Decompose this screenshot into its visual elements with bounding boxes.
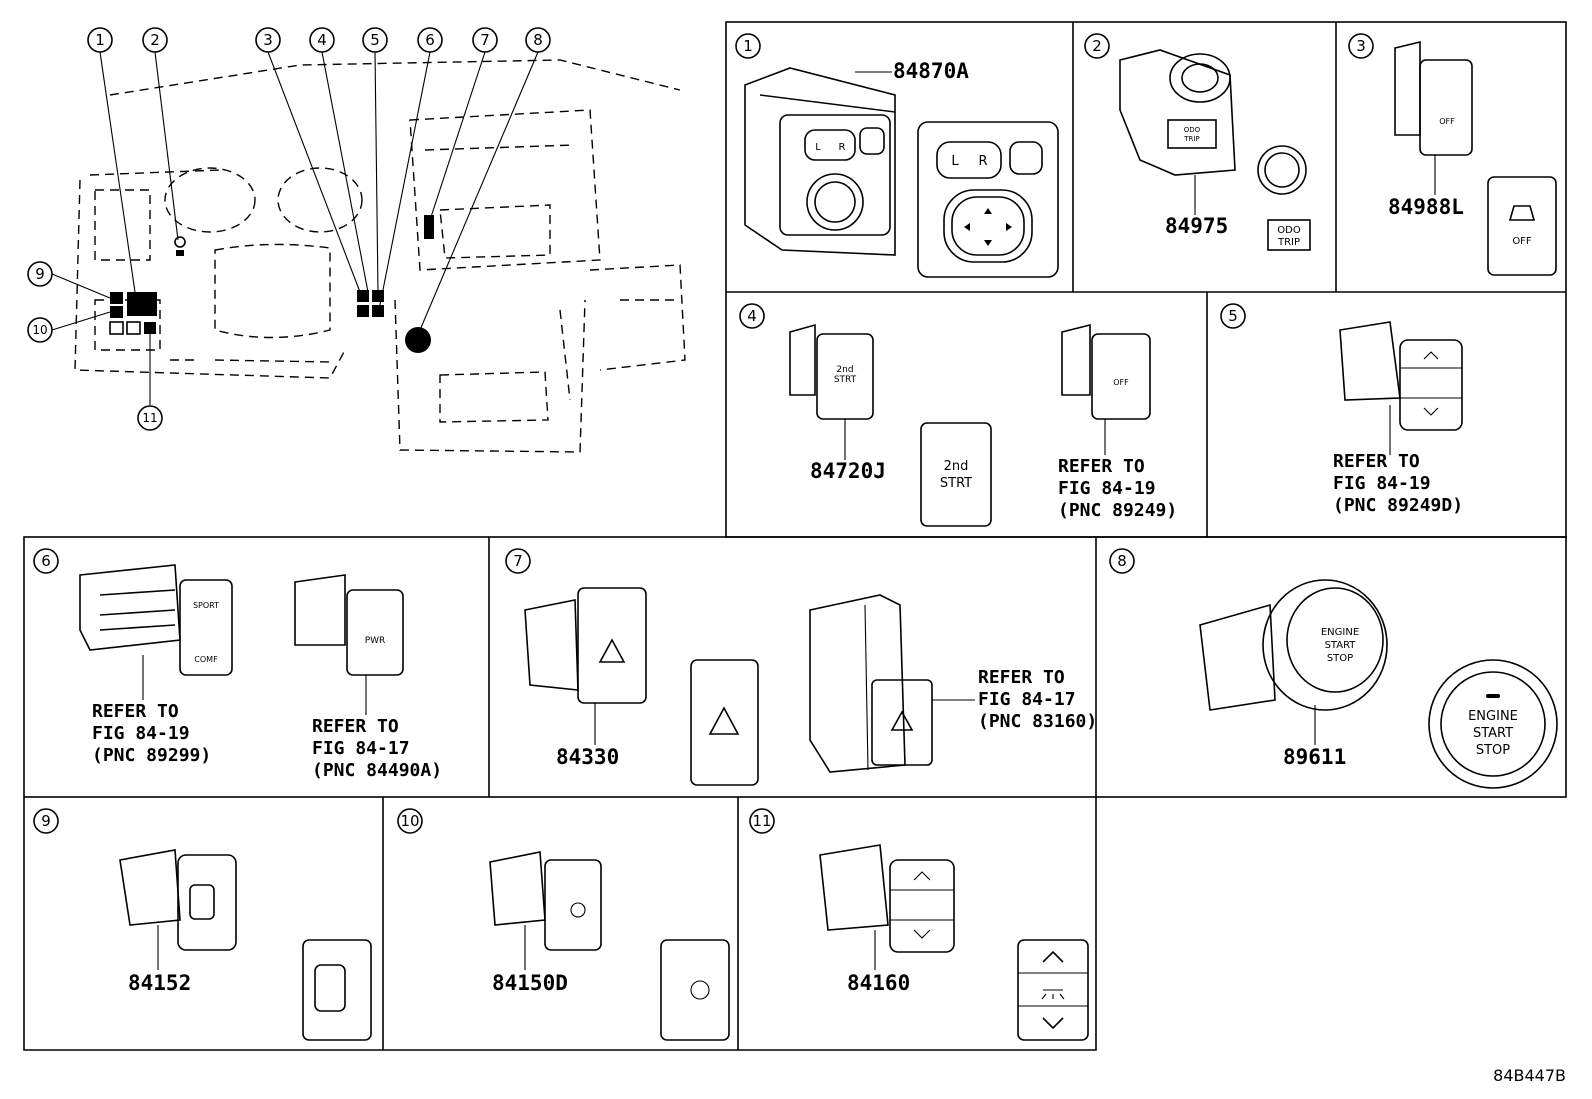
svg-text:4: 4 bbox=[317, 31, 327, 49]
svg-text:L: L bbox=[951, 154, 959, 169]
overview-callout-7: 7 bbox=[472, 27, 498, 53]
svg-text:REFER TO: REFER TO bbox=[92, 701, 179, 722]
svg-text:7: 7 bbox=[480, 31, 490, 49]
svg-text:2: 2 bbox=[150, 31, 160, 49]
overview-callout-4: 4 bbox=[309, 27, 335, 53]
svg-text:FIG 84-19: FIG 84-19 bbox=[1058, 478, 1156, 499]
svg-text:84330: 84330 bbox=[556, 745, 619, 769]
svg-text:84150D: 84150D bbox=[492, 971, 568, 995]
overview-callout-6: 6 bbox=[417, 27, 443, 53]
svg-text:OFF: OFF bbox=[1113, 378, 1129, 387]
svg-text:(PNC 89249D): (PNC 89249D) bbox=[1333, 495, 1463, 516]
overview-callout-1: 1 bbox=[87, 27, 113, 53]
svg-text:84975: 84975 bbox=[1165, 214, 1228, 238]
svg-text:84870A: 84870A bbox=[893, 59, 969, 83]
svg-text:REFER TO: REFER TO bbox=[312, 716, 399, 737]
panel-5-switch: 5 REFER TO FIG 84-19 (PNC 89249D) bbox=[1220, 303, 1463, 516]
svg-text:FIG 84-17: FIG 84-17 bbox=[978, 689, 1076, 710]
svg-text:5: 5 bbox=[1228, 307, 1238, 325]
svg-text:84988L: 84988L bbox=[1388, 195, 1464, 219]
svg-text:9: 9 bbox=[35, 265, 45, 283]
panel-3-vsc-off-switch: 3 OFF 84988L OFF bbox=[1348, 33, 1557, 276]
svg-text:R: R bbox=[839, 142, 846, 153]
panel-grid bbox=[23, 21, 1567, 1051]
panel-10-fog-lamp-switch: 10 84150D bbox=[397, 808, 730, 1041]
svg-text:10: 10 bbox=[32, 323, 47, 337]
svg-text:2: 2 bbox=[1092, 37, 1102, 55]
svg-text:84152: 84152 bbox=[128, 971, 191, 995]
svg-text:START: START bbox=[1325, 640, 1357, 651]
svg-text:(PNC 84490A): (PNC 84490A) bbox=[312, 760, 442, 781]
overview-callout-3: 3 bbox=[255, 27, 281, 53]
overview-callout-2: 2 bbox=[142, 27, 168, 53]
svg-text:FIG 84-19: FIG 84-19 bbox=[1333, 473, 1431, 494]
overview-callout-5: 5 bbox=[362, 27, 388, 53]
svg-text:11: 11 bbox=[752, 812, 771, 830]
svg-text:REFER TO: REFER TO bbox=[1333, 451, 1420, 472]
svg-text:2nd: 2nd bbox=[836, 365, 853, 375]
svg-text:TRIP: TRIP bbox=[1277, 237, 1300, 248]
svg-text:ODO: ODO bbox=[1184, 126, 1201, 134]
svg-text:ENGINE: ENGINE bbox=[1321, 627, 1359, 638]
svg-text:ENGINE: ENGINE bbox=[1468, 709, 1518, 724]
svg-text:PWR: PWR bbox=[365, 636, 386, 646]
svg-text:10: 10 bbox=[400, 812, 419, 830]
panel-7-hazard-switch: 7 84330 REFER TO FIG 84-17 (PNC 83160) bbox=[505, 548, 1097, 786]
panel-4-2nd-start-switch: 4 2nd STRT 84720J 2nd STRT OFF REFER TO … bbox=[739, 303, 1177, 527]
panel-8-engine-start-switch: 8 ENGINE START STOP 89611 ENGINE START S… bbox=[1109, 548, 1558, 789]
svg-text:(PNC 83160): (PNC 83160) bbox=[978, 711, 1097, 732]
svg-text:(PNC 89249): (PNC 89249) bbox=[1058, 500, 1177, 521]
svg-text:7: 7 bbox=[513, 552, 523, 570]
svg-text:3: 3 bbox=[1356, 37, 1366, 55]
dashboard-overview: 1 2 3 4 5 6 7 8 9 10 11 bbox=[27, 27, 686, 453]
panel-9-headlamp-leveling-switch: 9 84152 bbox=[33, 808, 372, 1041]
svg-text:TRIP: TRIP bbox=[1183, 135, 1199, 143]
svg-text:1: 1 bbox=[743, 37, 753, 55]
svg-text:4: 4 bbox=[747, 307, 757, 325]
overview-callout-8: 8 bbox=[525, 27, 551, 53]
svg-text:STOP: STOP bbox=[1476, 743, 1510, 758]
svg-text:89611: 89611 bbox=[1283, 745, 1346, 769]
svg-text:R: R bbox=[978, 154, 987, 169]
svg-text:2nd: 2nd bbox=[944, 459, 969, 474]
svg-text:REFER TO: REFER TO bbox=[978, 667, 1065, 688]
svg-text:84720J: 84720J bbox=[810, 459, 886, 483]
svg-text:OFF: OFF bbox=[1512, 236, 1532, 247]
svg-text:5: 5 bbox=[370, 31, 380, 49]
svg-text:6: 6 bbox=[41, 552, 51, 570]
svg-text:84160: 84160 bbox=[847, 971, 910, 995]
svg-text:SPORT: SPORT bbox=[193, 601, 219, 610]
panel-11-dimmer-switch: 11 84160 bbox=[749, 808, 1089, 1041]
panel-1-mirror-switch: 1 L R 84870A L R bbox=[735, 33, 1059, 278]
svg-text:COMF: COMF bbox=[194, 655, 218, 664]
svg-text:L: L bbox=[815, 142, 821, 153]
svg-text:(PNC 89299): (PNC 89299) bbox=[92, 745, 211, 766]
svg-text:STRT: STRT bbox=[834, 375, 857, 385]
svg-text:3: 3 bbox=[263, 31, 273, 49]
overview-callout-9: 9 bbox=[27, 261, 53, 287]
svg-text:8: 8 bbox=[1117, 552, 1127, 570]
svg-text:STRT: STRT bbox=[940, 476, 972, 491]
overview-callout-10: 10 bbox=[27, 317, 53, 343]
svg-text:STOP: STOP bbox=[1327, 653, 1353, 664]
svg-text:1: 1 bbox=[95, 31, 105, 49]
svg-text:6: 6 bbox=[425, 31, 435, 49]
svg-text:FIG 84-19: FIG 84-19 bbox=[92, 723, 190, 744]
svg-text:REFER TO: REFER TO bbox=[1058, 456, 1145, 477]
panel-2-odo-trip-switch: 2 ODO TRIP 84975 ODO TRIP bbox=[1084, 33, 1311, 251]
svg-text:OFF: OFF bbox=[1439, 117, 1455, 126]
svg-text:11: 11 bbox=[142, 411, 157, 425]
overview-callout-11: 11 bbox=[137, 405, 163, 431]
figure-code: 84B447B bbox=[1493, 1066, 1566, 1085]
svg-text:9: 9 bbox=[41, 812, 51, 830]
svg-text:FIG 84-17: FIG 84-17 bbox=[312, 738, 410, 759]
svg-text:8: 8 bbox=[533, 31, 543, 49]
svg-text:ODO: ODO bbox=[1277, 225, 1301, 236]
svg-text:START: START bbox=[1473, 726, 1513, 741]
panel-6-drive-mode-switch: 6 SPORT COMF REFER TO FIG 84-19 (PNC 892… bbox=[33, 548, 442, 781]
